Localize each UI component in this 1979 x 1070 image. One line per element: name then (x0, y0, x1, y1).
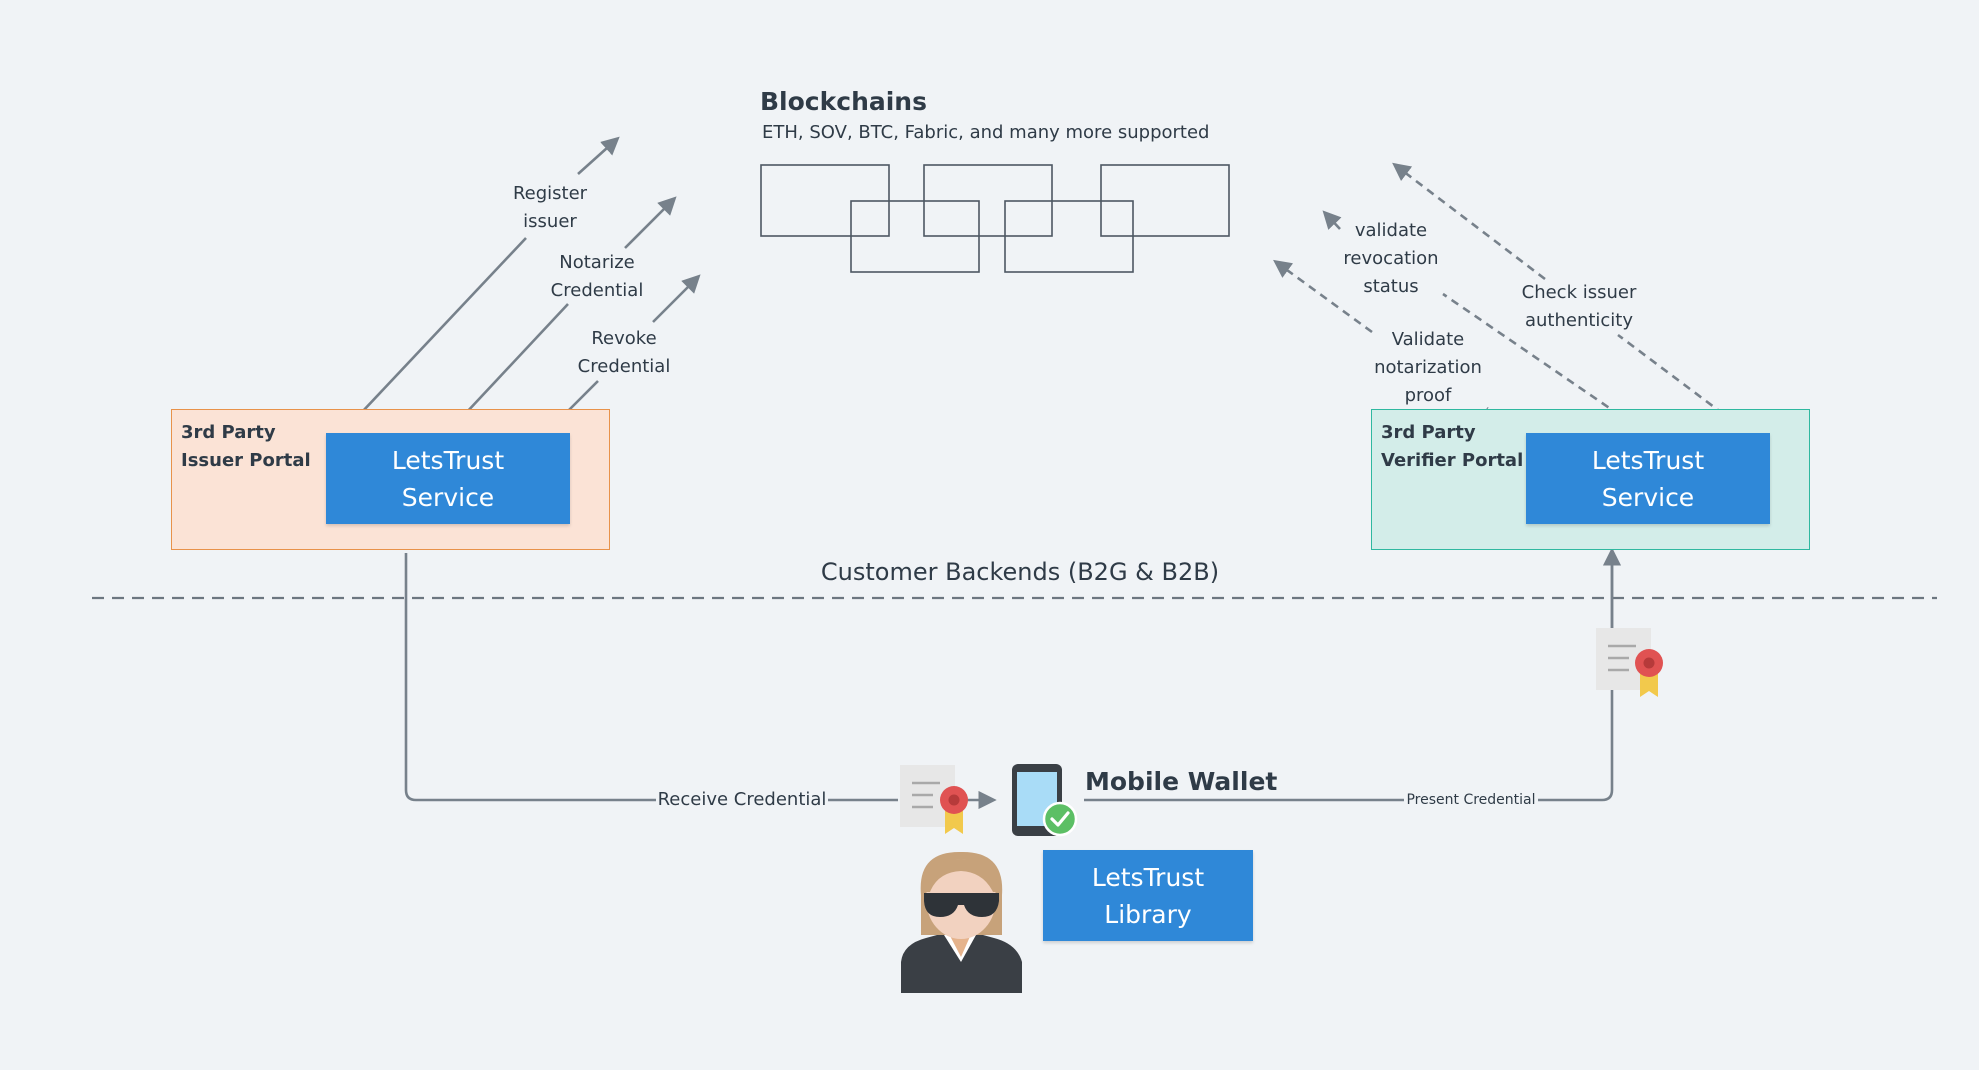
smartphone-check-icon (1012, 764, 1078, 837)
present-credential-label: Present Credential (1404, 789, 1538, 811)
customer-backends-label: Customer Backends (B2G & B2B) (820, 558, 1220, 586)
receive-credential-connector (404, 553, 997, 810)
mobile-wallet-title: Mobile Wallet (1085, 767, 1278, 796)
receive-credential-label: Receive Credential (656, 786, 828, 814)
blockchains-subtitle: ETH, SOV, BTC, Fabric, and many more sup… (762, 122, 1210, 143)
certificate-icon (900, 765, 968, 834)
present-credential-connector (1084, 547, 1622, 802)
certificate-icon (1596, 628, 1663, 697)
blockchain-chain-icon (760, 164, 1230, 273)
user-avatar-icon (901, 851, 1022, 993)
blockchains-title: Blockchains (760, 87, 927, 116)
